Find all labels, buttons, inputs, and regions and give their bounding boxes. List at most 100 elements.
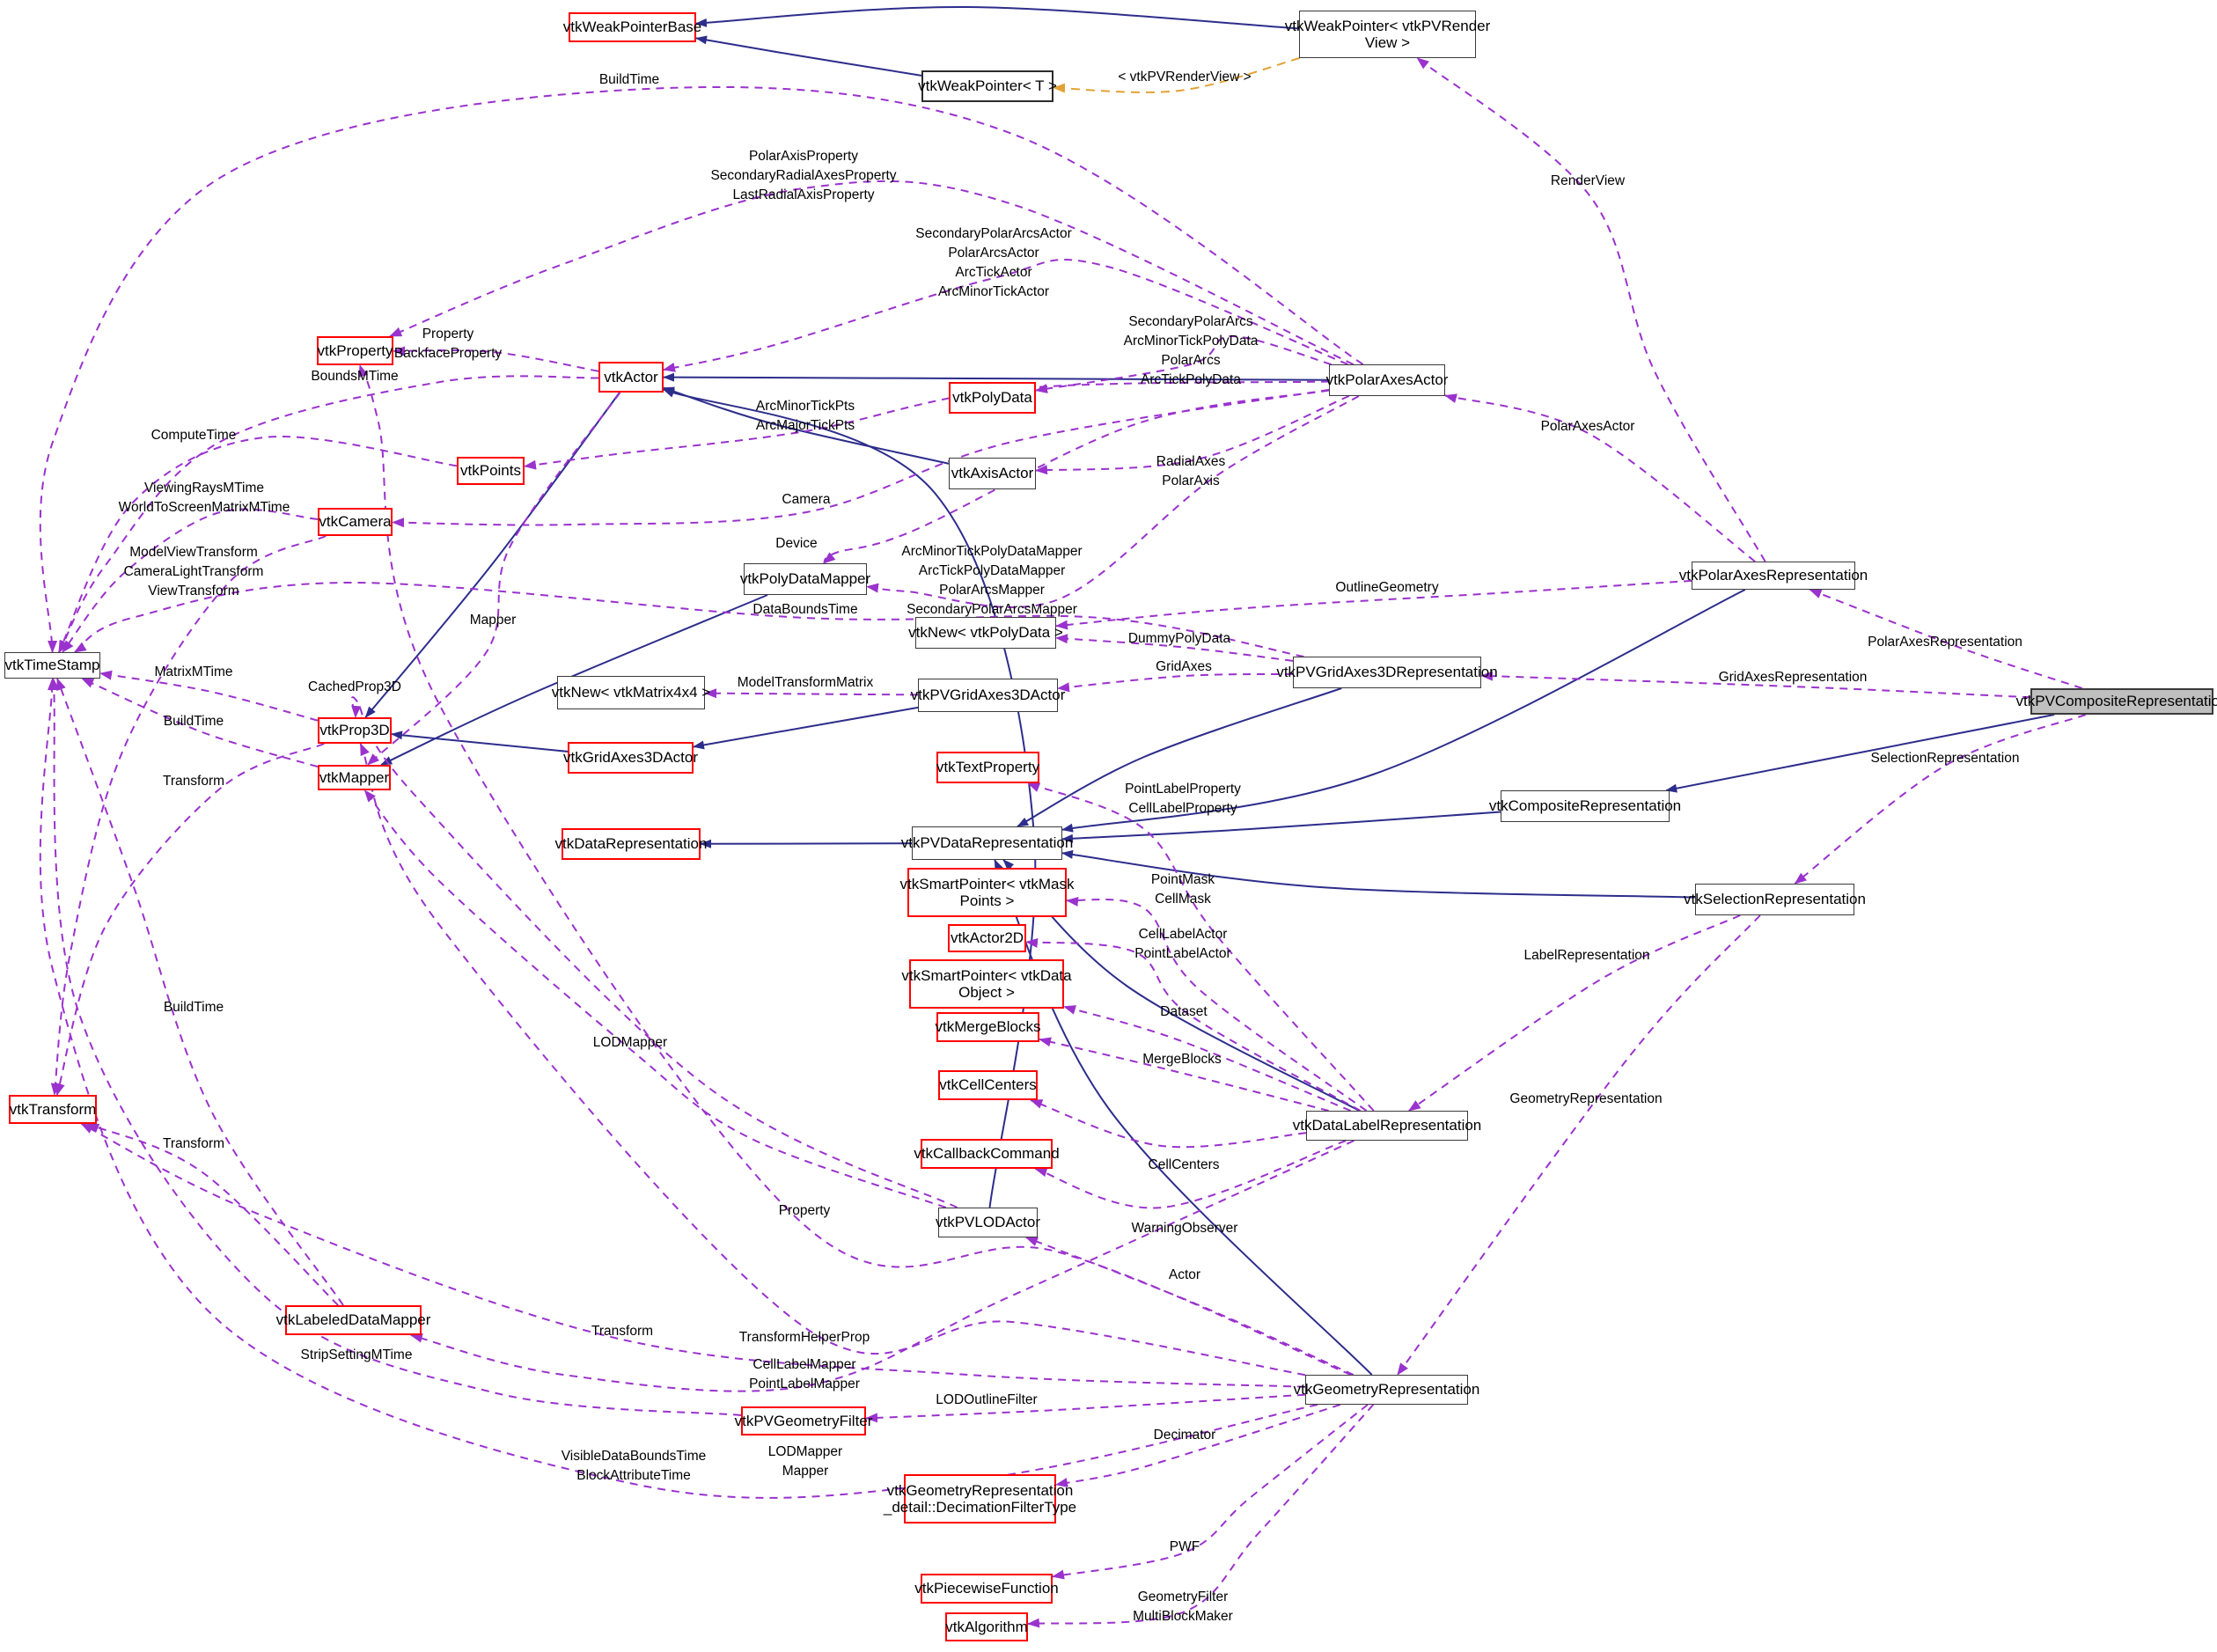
class-node-label: vtkPVDataRepresentation [900, 834, 1074, 852]
class-node-points[interactable]: vtkPoints [457, 457, 525, 485]
class-node-actor[interactable]: vtkActor [598, 362, 664, 393]
class-node-polydatamapper[interactable]: vtkPolyDataMapper [740, 563, 870, 595]
edge-gridaxes3dactor-to-prop3d [391, 731, 569, 753]
edge-label-mapper: Mapper [469, 613, 517, 628]
edge-polaraxesrep-to-wprv [1416, 57, 1766, 562]
class-node-pvcomposite[interactable]: vtkPVCompositeRepresentation [2016, 688, 2217, 715]
edge-label-camera: Camera [782, 492, 831, 507]
class-node-pvgridaxesrep[interactable]: vtkPVGridAxes3DRepresentation [1276, 657, 1498, 688]
edge-pvgridaxesrep-to-pvdatarep [1017, 687, 1342, 827]
edge-prop3d-to-transform [55, 743, 325, 1096]
edge-label-geometryrepresentation: GeometryRepresentation [1509, 1091, 1663, 1106]
class-node-pvgridaxesactor[interactable]: vtkPVGridAxes3DActor [911, 679, 1065, 712]
class-node-actor2d[interactable]: vtkActor2D [948, 924, 1026, 952]
edge-actor-to-mapper [367, 392, 621, 766]
class-node-callbackcommand[interactable]: vtkCallbackCommand [914, 1139, 1060, 1169]
class-node-algorithm[interactable]: vtkAlgorithm [945, 1612, 1028, 1641]
class-node-selectionrep[interactable]: vtkSelectionRepresentation [1684, 884, 1866, 915]
edge-label-gridaxesrepresentation: GridAxesRepresentation [1718, 670, 1868, 685]
edge-geometryrep-to-transform [80, 1123, 1306, 1388]
edge-label-lodmapper: LODMapper [592, 1035, 668, 1050]
edge-label-dummypolydata: DummyPolyData [1127, 631, 1231, 646]
edge-pvcomposite-to-polaraxesrep [1809, 589, 2083, 689]
class-node-label: vtkPVCompositeRepresentation [2015, 693, 2217, 710]
class-node-gridaxes3dactor[interactable]: vtkGridAxes3DActor [563, 742, 698, 774]
class-node-compositerep[interactable]: vtkCompositeRepresentation [1489, 790, 1681, 822]
class-node-piecewise[interactable]: vtkPiecewiseFunction [914, 1574, 1059, 1604]
edge-geometryrep-to-decimfiltertype [1055, 1404, 1341, 1487]
class-node-label: vtkPiecewiseFunction [914, 1580, 1059, 1597]
class-node-label: View > [1364, 34, 1411, 51]
class-node-wpt[interactable]: vtkWeakPointer< T > [918, 70, 1057, 102]
class-node-label: Points > [959, 892, 1015, 909]
class-node-polaraxesrep[interactable]: vtkPolarAxesRepresentation [1679, 562, 1868, 590]
class-node-cellcenters[interactable]: vtkCellCenters [938, 1070, 1038, 1100]
class-node-newpolydata[interactable]: vtkNew< vtkPolyData > [908, 617, 1063, 649]
edge-actor-to-timestamp [58, 375, 599, 653]
edge-label-renderview: RenderView [1550, 173, 1626, 188]
class-node-timestamp[interactable]: vtkTimeStamp [4, 652, 100, 679]
class-node-pvlodactor[interactable]: vtkPVLODActor [936, 1208, 1040, 1237]
class-node-label: vtkNew< vtkPolyData > [908, 624, 1063, 642]
class-node-transform[interactable]: vtkTransform [9, 1095, 97, 1124]
class-node-label: vtkCallbackCommand [914, 1145, 1060, 1163]
class-node-label: vtkCamera [319, 513, 392, 531]
class-node-label: vtkGridAxes3DActor [562, 749, 699, 767]
edge-selectionrep-to-datalabelrep [1408, 914, 1741, 1112]
edge-mapper-to-timestamp [81, 678, 319, 768]
class-node-camera[interactable]: vtkCamera [318, 508, 393, 536]
edge-label-buildtime: BuildTime [163, 714, 224, 729]
class-node-mapper[interactable]: vtkMapper [318, 765, 391, 790]
class-node-mergeblocks[interactable]: vtkMergeBlocks [936, 1012, 1041, 1042]
class-node-axisactor[interactable]: vtkAxisActor [949, 458, 1036, 489]
edge-pvgeometryfilter-to-timestamp [49, 678, 742, 1416]
class-node-label: vtkDataRepresentation [554, 835, 708, 853]
edge-label-decimator: Decimator [1153, 1428, 1216, 1443]
class-node-label: vtkActor2D [950, 929, 1024, 947]
class-node-label: vtkSmartPointer< vtkMask [899, 875, 1075, 892]
class-node-newmatrix[interactable]: vtkNew< vtkMatrix4x4 > [552, 676, 710, 709]
class-node-property[interactable]: vtkProperty [317, 336, 393, 365]
class-node-polaraxesactor[interactable]: vtkPolarAxesActor [1326, 364, 1448, 396]
class-node-labeleddatamapper[interactable]: vtkLabeledDataMapper [276, 1305, 430, 1335]
class-node-label: vtkPolarAxesActor [1325, 371, 1449, 389]
class-node-pvdatarep[interactable]: vtkPVDataRepresentation [901, 826, 1073, 860]
class-node-label: vtkGeometryRepresentation [886, 1481, 1074, 1499]
class-node-label: vtkPolyData [952, 389, 1032, 407]
edge-label-polaraxesrepresentation: PolarAxesRepresentation [1868, 635, 2022, 650]
edge-camera-to-timestamp [62, 508, 319, 653]
class-node-datarep[interactable]: vtkDataRepresentation [555, 828, 707, 860]
edge-label-modeltransformmatrix: ModelTransformMatrix [737, 675, 874, 690]
edge-geometryrep-to-pvgeometryfilter [865, 1393, 1306, 1423]
edge-geometryrep-to-property [358, 364, 1352, 1376]
class-node-prop3d[interactable]: vtkProp3D [318, 717, 392, 744]
edge-compositerep-to-pvdatarep [1061, 811, 1501, 843]
class-node-geometryrep[interactable]: vtkGeometryRepresentation [1294, 1375, 1479, 1405]
class-node-decimfiltertype[interactable]: vtkGeometryRepresentation_detail::Decima… [884, 1474, 1076, 1524]
class-node-textproperty[interactable]: vtkTextProperty [936, 752, 1039, 783]
edge-polaraxesactor-to-property [389, 180, 1354, 365]
class-node-label: vtkCellCenters [939, 1076, 1037, 1094]
class-node-label: vtkSelectionRepresentation [1684, 891, 1866, 908]
edge-geometryrep-to-prop3d [359, 743, 1306, 1377]
edge-label-transformhelperprop: TransformHelperProp [738, 1330, 870, 1345]
edge-wpt-to-wpb [695, 35, 922, 77]
class-node-wpb[interactable]: vtkWeakPointerBase [563, 12, 701, 42]
class-node-label: vtkPVGridAxes3DActor [910, 686, 1066, 704]
edge-label-mergeblocks: MergeBlocks [1142, 1052, 1222, 1067]
edge-label-labelrepresentation: LabelRepresentation [1523, 948, 1650, 963]
class-node-datalabelrep[interactable]: vtkDataLabelRepresentation [1293, 1111, 1481, 1141]
class-node-pvgeometryfilter[interactable]: vtkPVGeometryFilter [735, 1406, 872, 1435]
class-node-polydata[interactable]: vtkPolyData [949, 382, 1036, 414]
edge-pvgridaxesrep-to-newpolydata [1055, 634, 1294, 662]
